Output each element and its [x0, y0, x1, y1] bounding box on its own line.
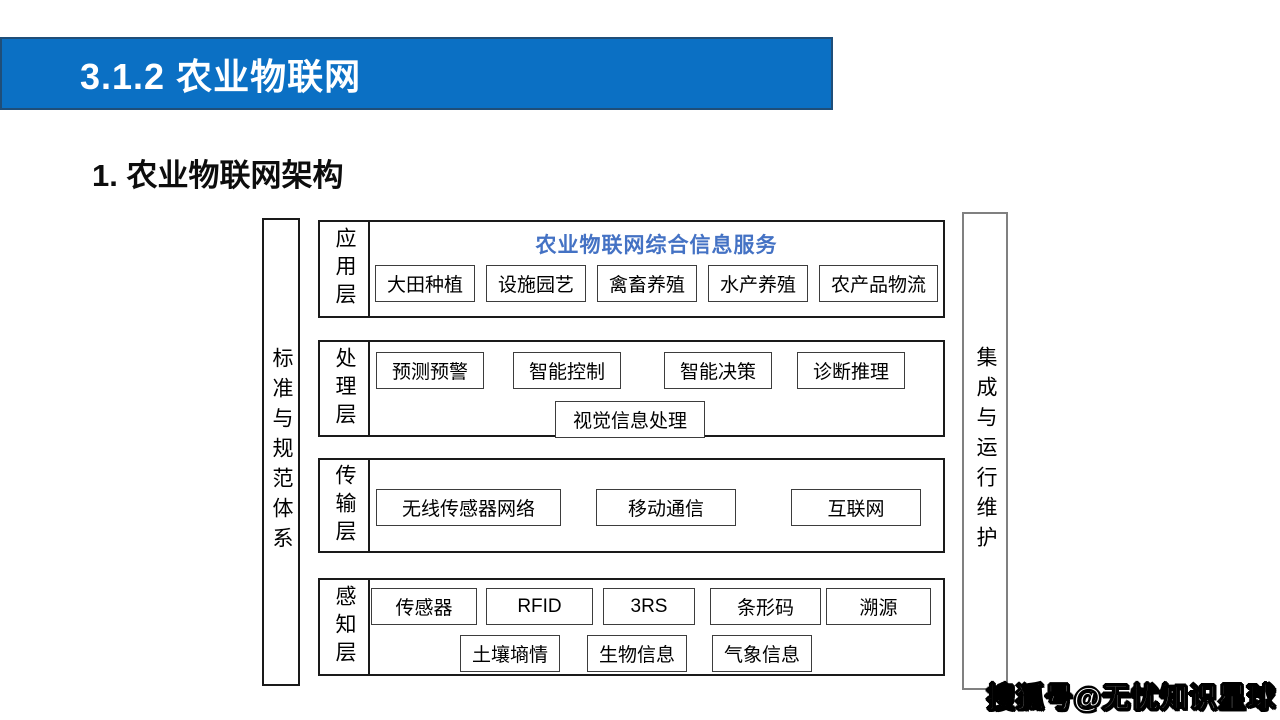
layer-label-text: 处理层 [333, 346, 356, 431]
arch-box: 大田种植 [375, 265, 476, 302]
processing-box-row-2: 视觉信息处理 [370, 401, 943, 438]
processing-box-row-1: 预测预警 智能控制 智能决策 诊断推理 [370, 352, 943, 389]
layer-processing: 处理层 预测预警 智能控制 智能决策 诊断推理 视觉信息处理 [318, 340, 945, 438]
arch-box: 农产品物流 [818, 265, 938, 302]
application-box-row: 大田种植 设施园艺 禽畜养殖 水产养殖 农产品物流 [370, 265, 943, 302]
arch-box: 条形码 [710, 588, 821, 625]
arch-box: 智能决策 [664, 352, 773, 389]
watermark: 搜狐号@无忧知识星球 [986, 682, 1276, 714]
arch-box: 3RS [603, 588, 695, 625]
arch-box: 无线传感器网络 [376, 489, 561, 526]
section-title: 1. 农业物联网架构 [92, 158, 344, 193]
arch-box: 传感器 [371, 588, 477, 625]
arch-box: 气象信息 [712, 635, 813, 672]
layer-label-application: 应用层 [320, 222, 370, 316]
page-title: 3.1.2 农业物联网 [80, 55, 362, 97]
perception-box-row-2: 土壤墒情 生物信息 气象信息 [370, 635, 943, 672]
standards-sidebar: 标准与规范体系 [262, 218, 300, 686]
layer-application-content: 农业物联网综合信息服务 大田种植 设施园艺 禽畜养殖 水产养殖 农产品物流 [370, 222, 943, 316]
arch-box: 智能控制 [513, 352, 622, 389]
layer-label-text: 应用层 [333, 227, 356, 311]
integration-sidebar-label: 集成与运行维护 [974, 346, 997, 556]
arch-box: 土壤墒情 [460, 635, 561, 672]
arch-box: 诊断推理 [797, 352, 906, 389]
transmission-box-row: 无线传感器网络 移动通信 互联网 [370, 489, 943, 526]
layer-label-text: 感知层 [333, 585, 356, 669]
slide-header-bar: 3.1.2 农业物联网 [0, 37, 833, 110]
layer-transmission: 传输层 无线传感器网络 移动通信 互联网 [318, 458, 945, 553]
layer-perception-content: 传感器 RFID 3RS 条形码 溯源 土壤墒情 生物信息 气象信息 [370, 580, 943, 674]
arch-box: 预测预警 [376, 352, 485, 389]
layer-transmission-content: 无线传感器网络 移动通信 互联网 [370, 460, 943, 551]
arch-box: 水产养殖 [707, 265, 808, 302]
arch-box: 禽畜养殖 [596, 265, 697, 302]
arch-box: 设施园艺 [485, 265, 586, 302]
layer-label-processing: 处理层 [320, 342, 370, 435]
layer-label-transmission: 传输层 [320, 460, 370, 551]
service-title: 农业物联网综合信息服务 [535, 234, 778, 257]
arch-box: 溯源 [826, 588, 931, 625]
perception-box-row-1: 传感器 RFID 3RS 条形码 溯源 [370, 588, 943, 625]
arch-box: 视觉信息处理 [555, 401, 706, 438]
layer-label-perception: 感知层 [320, 580, 370, 674]
arch-box: 互联网 [791, 489, 921, 526]
layer-application: 应用层 农业物联网综合信息服务 大田种植 设施园艺 禽畜养殖 水产养殖 农产品物… [318, 220, 945, 318]
layer-perception: 感知层 传感器 RFID 3RS 条形码 溯源 土壤墒情 生物信息 气象信息 [318, 578, 945, 676]
arch-box: 移动通信 [596, 489, 736, 526]
layer-label-text: 传输层 [333, 463, 356, 548]
standards-sidebar-label: 标准与规范体系 [270, 347, 293, 557]
arch-box: RFID [486, 588, 593, 625]
integration-sidebar: 集成与运行维护 [962, 212, 1008, 690]
layer-processing-content: 预测预警 智能控制 智能决策 诊断推理 视觉信息处理 [370, 342, 943, 438]
arch-box: 生物信息 [587, 635, 688, 672]
